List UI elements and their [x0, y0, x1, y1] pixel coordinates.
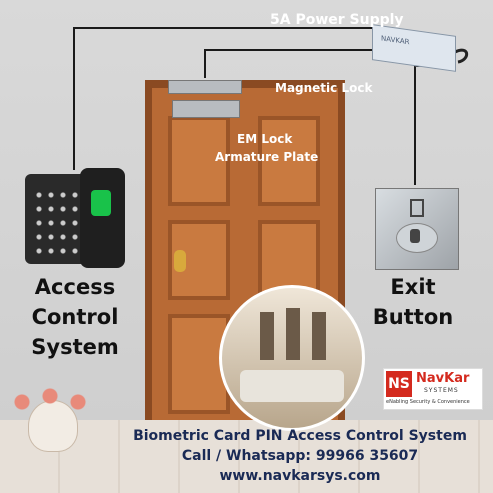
- label-exit-line2: Button: [372, 305, 454, 329]
- hand-icon: [410, 229, 420, 243]
- label-magnetic-lock: Magnetic Lock: [275, 81, 373, 95]
- label-exit-button: Exit Button: [328, 272, 493, 332]
- door: [152, 88, 338, 420]
- label-power-supply: 5A Power Supply: [270, 12, 404, 28]
- wire-supply-to-exit: [414, 60, 451, 185]
- flowers: [10, 388, 94, 418]
- label-armature-plate: Armature Plate: [215, 150, 319, 164]
- label-access-line2: Control: [31, 305, 119, 329]
- label-access-line1: Access: [34, 275, 116, 299]
- door-panel-top-right: [258, 116, 320, 206]
- sofa: [240, 370, 344, 402]
- fingerprint-body: [80, 168, 125, 268]
- wire-lock-to-supply: [204, 49, 375, 78]
- footer-website[interactable]: www.navkarsys.com: [219, 468, 381, 484]
- room-photo: [219, 285, 365, 431]
- wall-panel-mid: [286, 308, 300, 360]
- brand-logo: NS NavKar SYSTEMS eNabling Security & Co…: [383, 368, 483, 410]
- brand-tagline: eNabling Security & Convenience: [386, 399, 470, 405]
- label-em-lock: EM Lock: [237, 132, 293, 146]
- wall-panel-right: [312, 312, 326, 360]
- exit-button[interactable]: [375, 188, 459, 270]
- exit-door-icon: [410, 199, 424, 217]
- wire-reader-to-supply: [73, 27, 375, 170]
- label-access-control: Access Control System: [0, 272, 160, 362]
- footer-phone: Call / Whatsapp: 99966 35607: [181, 448, 419, 464]
- keypad-buttons: [33, 188, 81, 258]
- biometric-reader[interactable]: [25, 168, 125, 268]
- brand-sub: SYSTEMS: [424, 387, 459, 394]
- fingerprint-sensor-icon[interactable]: [91, 190, 111, 216]
- wall-panel-left: [260, 312, 274, 360]
- floor: [0, 420, 493, 493]
- door-panel-top-left: [168, 116, 230, 206]
- power-cord: [454, 48, 469, 64]
- magnetic-lock: [168, 80, 242, 94]
- door-handle: [174, 250, 186, 272]
- label-access-line3: System: [31, 335, 119, 359]
- footer-title: Biometric Card PIN Access Control System: [133, 428, 467, 444]
- label-exit-line1: Exit: [390, 275, 436, 299]
- armature-plate: [172, 100, 240, 118]
- power-supply-brand: NAVKAR: [381, 34, 410, 47]
- brand-name: NavKar: [416, 371, 470, 386]
- brand-logo-mark: NS: [386, 371, 412, 397]
